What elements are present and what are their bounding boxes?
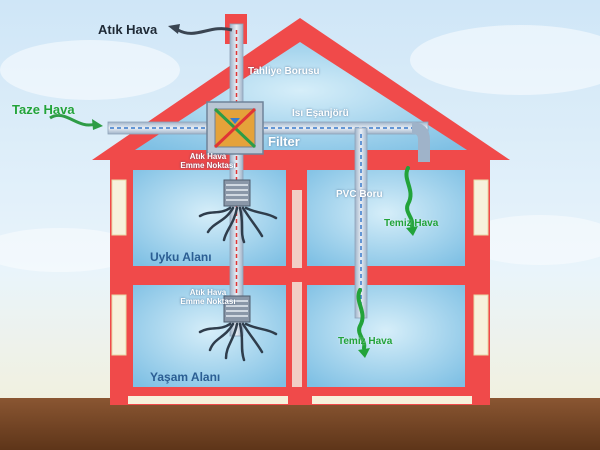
living-area-label: Yaşam Alanı xyxy=(150,370,221,384)
intake-point-label-upper: Atık Hava Emme Noktası xyxy=(180,152,236,170)
intake-point-line1: Atık Hava xyxy=(189,288,227,297)
fresh-air-arrow-icon xyxy=(49,114,103,130)
intake-point-line2: Emme Noktası xyxy=(180,161,236,170)
clean-air-arrow-icon xyxy=(404,166,418,236)
sleeping-area-label: Uyku Alanı xyxy=(150,250,212,264)
intake-point-line1: Atık Hava xyxy=(189,152,227,161)
exhaust-arrow-icon xyxy=(168,24,233,35)
clean-air-label-upper: Temiz Hava xyxy=(384,218,439,229)
room-upper-right xyxy=(307,170,465,266)
room-lower-left xyxy=(133,285,286,387)
suction-flow-lower xyxy=(198,322,278,362)
floor-slab-attic xyxy=(130,154,470,168)
filter-label: Filter xyxy=(268,134,300,149)
heat-exchanger-label: Isı Eşanjörü xyxy=(292,108,349,119)
vent-grille-icon xyxy=(223,179,251,207)
room-upper-left xyxy=(133,170,286,266)
window-right-upper xyxy=(473,179,489,236)
suction-flow-upper xyxy=(198,206,278,244)
intake-point-label-lower: Atık Hava Emme Noktası xyxy=(180,288,236,306)
exhaust-air-label: Atık Hava xyxy=(98,22,158,37)
vent-grille-icon xyxy=(223,295,251,323)
heat-exchanger-icon xyxy=(206,101,264,155)
exhaust-pipe-label: Tahliye Borusu xyxy=(248,66,320,77)
window-left-upper xyxy=(111,179,127,236)
window-left-lower xyxy=(111,294,127,356)
clean-air-arrow-icon xyxy=(356,288,370,358)
floor-slab-middle xyxy=(130,268,470,282)
fresh-air-label: Taze Hava xyxy=(12,102,75,117)
ground xyxy=(0,398,600,450)
window-right-lower xyxy=(473,294,489,356)
pvc-pipe-label: PVC Boru xyxy=(336,189,383,200)
room-lower-right xyxy=(307,285,465,387)
clean-air-label-lower: Temiz Hava xyxy=(338,336,393,347)
intake-point-line2: Emme Noktası xyxy=(180,297,236,306)
